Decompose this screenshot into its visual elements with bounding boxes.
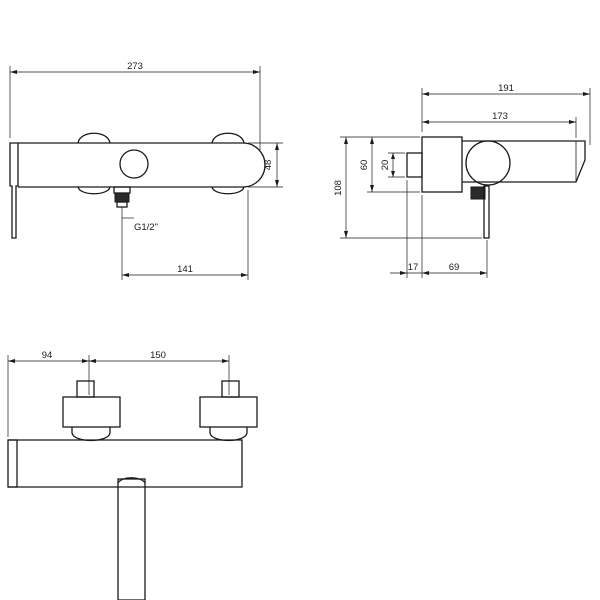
side-spout [462, 140, 586, 183]
side-lever [483, 185, 490, 239]
dim-108: 108 [333, 180, 344, 196]
front-view: 273 48 G1/2" 141 [9, 61, 283, 280]
front-lever [9, 142, 19, 239]
side-wall-connector [406, 152, 423, 178]
side-view: 191 173 108 60 20 17 [333, 83, 591, 278]
front-outlet-nut [113, 186, 131, 194]
front-eccentric-left-bottom [77, 186, 111, 195]
dim-20: 20 [380, 160, 391, 171]
dim-150: 150 [150, 350, 166, 361]
thread-label: G1/2" [134, 222, 158, 233]
dim-191: 191 [498, 83, 514, 94]
top-inlet-right-connector [221, 380, 240, 398]
front-diverter-knob [119, 149, 149, 179]
front-eccentric-right-bottom [211, 186, 245, 195]
dim-94: 94 [42, 350, 53, 361]
top-body [8, 439, 243, 488]
top-inlet-right-block [199, 396, 258, 428]
dim-17: 17 [408, 262, 419, 273]
top-inlet-right-collar [209, 427, 248, 442]
front-outlet-thread [114, 192, 130, 203]
front-outlet-tip [116, 201, 128, 208]
dim-141: 141 [177, 264, 193, 275]
dim-60: 60 [359, 160, 370, 171]
top-view: 94 150 [7, 350, 258, 600]
top-inlet-left-connector [76, 380, 95, 398]
top-spout [117, 478, 146, 600]
dim-273: 273 [127, 61, 143, 72]
dim-173: 173 [492, 111, 508, 122]
front-eccentric-right [211, 132, 245, 144]
side-body-circle [465, 140, 511, 186]
dim-48: 48 [263, 160, 274, 171]
front-body [18, 142, 266, 188]
top-lever-end [7, 439, 18, 488]
dim-69: 69 [449, 262, 460, 273]
front-eccentric-left [77, 132, 111, 144]
top-inlet-left-block [62, 396, 121, 428]
top-inlet-left-collar [71, 427, 111, 442]
side-eccentric-block [421, 136, 463, 193]
side-outlet [470, 186, 486, 200]
